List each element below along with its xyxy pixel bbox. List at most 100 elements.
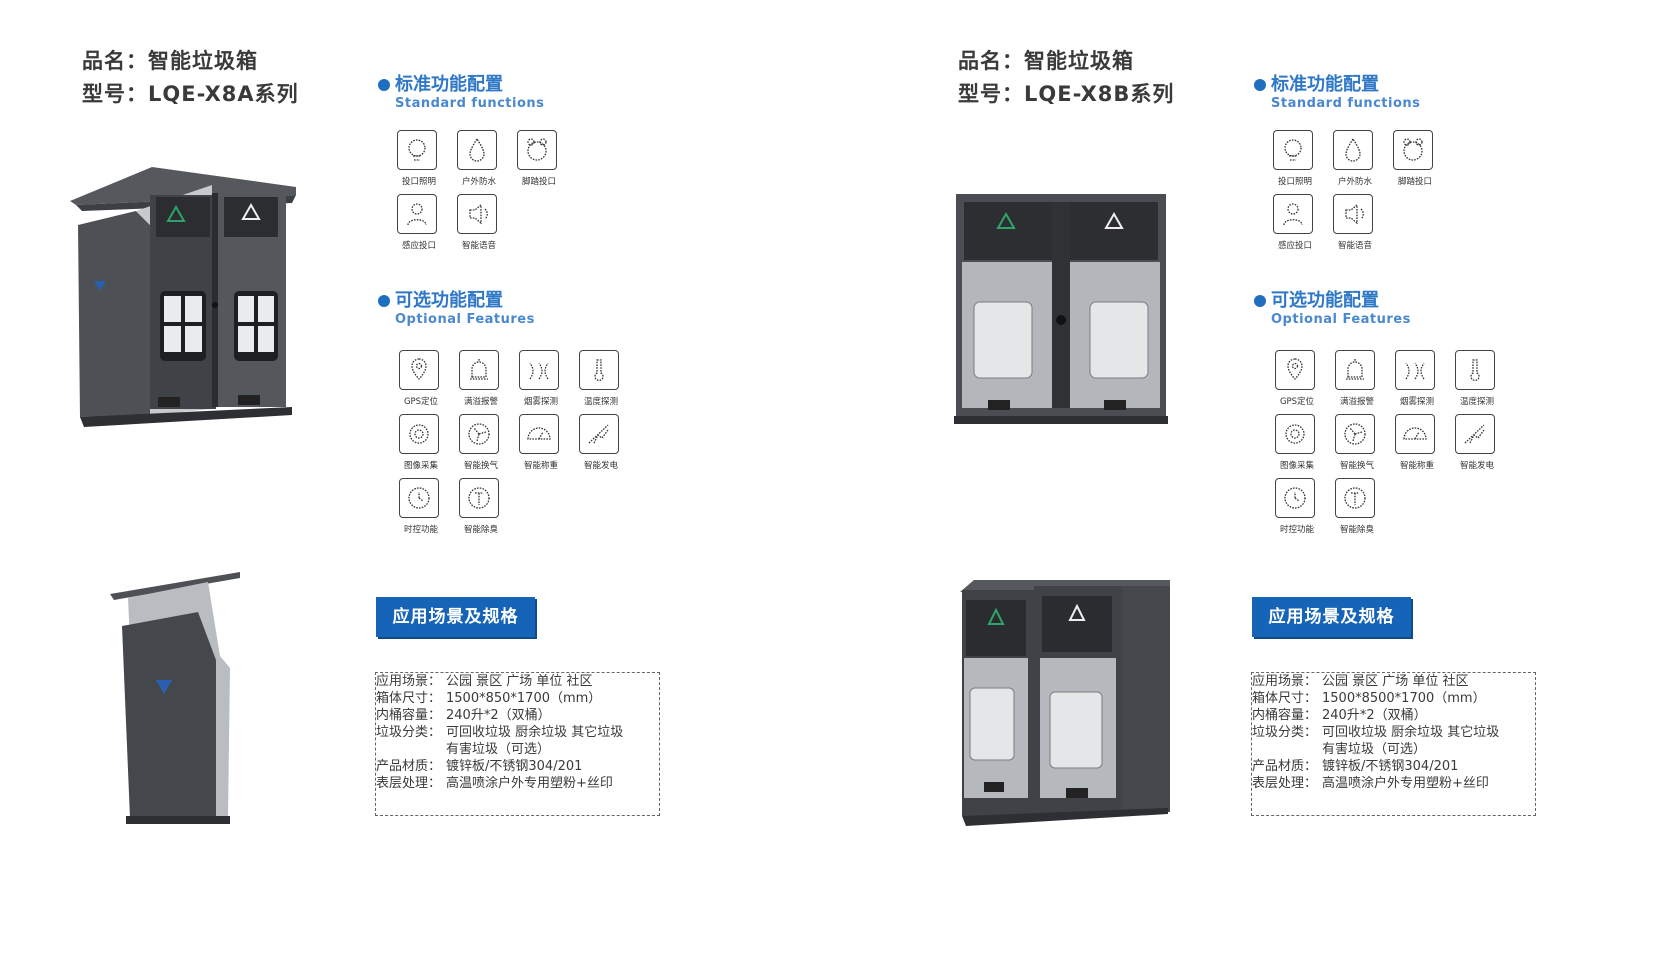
product-a: 品名：智能垃圾箱 型号：LQE-X8A系列 [70, 49, 660, 824]
spec-row: 有害垃圾（可选） [1252, 741, 1535, 758]
thermometer-icon [1455, 350, 1495, 390]
feature-item: GPS定位 [1275, 350, 1337, 414]
feature-item: 智能发电 [1455, 414, 1517, 478]
spec-key: 产品材质： [1252, 759, 1318, 774]
feature-item: 户外防水 [457, 130, 519, 194]
feature-item: 烟雾探测 [519, 350, 581, 414]
feature-label: 烟雾探测 [523, 397, 558, 407]
feature-item: 智能换气 [459, 414, 521, 478]
feature-item: 时控功能 [399, 478, 461, 542]
feature-item: 智能语音 [1333, 194, 1395, 258]
spec-value: 镀锌板/不锈钢304/201 [1322, 759, 1459, 774]
feature-label: GPS定位 [403, 397, 439, 407]
scale-icon [519, 414, 559, 454]
spec-value: 可回收垃圾 厨余垃圾 其它垃圾 [1322, 725, 1500, 740]
spec-key [376, 741, 446, 758]
spec-row: 产品材质：镀锌板/不锈钢304/201 [376, 758, 659, 775]
spec-key: 内桶容量： [376, 708, 442, 723]
feature-item: 脚踏投口 [1393, 130, 1455, 194]
feature-item: 智能换气 [1335, 414, 1397, 478]
feature-label: 烟雾探测 [1399, 397, 1434, 407]
spec-value: 有害垃圾（可选） [1322, 742, 1427, 757]
spec-value: 1500*850*1700（mm） [446, 691, 602, 706]
deodorize-icon [459, 478, 499, 518]
feature-label: 满溢报警 [1339, 397, 1374, 407]
spec-banner: 应用场景及规格 [376, 597, 535, 637]
speaker-icon [457, 194, 497, 234]
feature-label: 时控功能 [1279, 525, 1314, 535]
spec-row: 应用场景：公园 景区 广场 单位 社区 [376, 673, 659, 690]
spec-key: 应用场景： [376, 674, 442, 689]
feature-item: 智能发电 [579, 414, 641, 478]
bin-side-render [110, 572, 240, 824]
feature-label: 时控功能 [403, 525, 438, 535]
feature-label: 脚踏投口 [1397, 177, 1432, 187]
smoke-icon [519, 350, 559, 390]
product-b: 品名：智能垃圾箱 型号：LQE-X8B系列 [876, 0, 1656, 957]
feature-label: 智能换气 [1339, 461, 1374, 471]
spec-key: 箱体尺寸： [376, 691, 442, 706]
section-title-en: Optional Features [1271, 312, 1411, 327]
feature-label: 智能发电 [1459, 461, 1494, 471]
feature-label: 户外防水 [461, 177, 496, 187]
feature-item: 智能称重 [1395, 414, 1457, 478]
feature-label: 智能除臭 [1339, 525, 1374, 535]
spec-table: 应用场景：公园 景区 广场 单位 社区箱体尺寸： 1500*850*1700（mm… [375, 672, 660, 816]
spec-key: 内桶容量： [1252, 708, 1318, 723]
fan-icon [1335, 414, 1375, 454]
product-model: 型号：LQE-X8B系列 [958, 82, 1175, 106]
spec-row: 箱体尺寸： 1500*850*1700（mm） [376, 690, 659, 707]
speaker-icon [1333, 194, 1373, 234]
feature-item: 烟雾探测 [1395, 350, 1457, 414]
section-title-en: Standard functions [1271, 96, 1421, 111]
feature-label: 脚踏投口 [521, 177, 556, 187]
solar-icon [1455, 414, 1495, 454]
feature-label: 图像采集 [1279, 461, 1314, 471]
spec-key: 箱体尺寸： [1252, 691, 1318, 706]
spec-value: 镀锌板/不锈钢304/201 [446, 759, 583, 774]
lightbulb-icon [397, 130, 437, 170]
spec-table: 应用场景：公园 景区 广场 单位 社区箱体尺寸： 1500*8500*1700（m… [1251, 672, 1536, 816]
feature-label: 感应投口 [1277, 241, 1312, 251]
section-title-en: Optional Features [395, 312, 535, 327]
feature-label: 满溢报警 [463, 397, 498, 407]
camera-icon [399, 414, 439, 454]
water-drop-icon [457, 130, 497, 170]
smoke-icon [1395, 350, 1435, 390]
product-name: 品名：智能垃圾箱 [958, 49, 1134, 73]
feature-label: 智能语音 [1337, 241, 1372, 251]
bin-front-render [954, 194, 1168, 424]
section-title-zh: 可选功能配置 [395, 290, 503, 311]
spec-value: 1500*8500*1700（mm） [1322, 691, 1486, 706]
spec-row: 垃圾分类：可回收垃圾 厨余垃圾 其它垃圾 [376, 724, 659, 741]
feature-label: 智能称重 [523, 461, 558, 471]
spec-key: 垃圾分类： [1252, 725, 1318, 740]
spec-row: 应用场景：公园 景区 广场 单位 社区 [1252, 673, 1535, 690]
fan-icon [459, 414, 499, 454]
feature-item: 投口照明 [397, 130, 459, 194]
gps-pin-icon [1275, 350, 1315, 390]
section-title-en: Standard functions [395, 96, 545, 111]
optional-features-grid: GPS定位满溢报警烟雾探测温度探测图像采集智能换气智能称重智能发电时控功能智能除… [1275, 350, 1515, 542]
standard-functions-grid: 投口照明户外防水 脚踏投口感应投口 智能语音 [397, 130, 577, 258]
spec-row: 内桶容量：240升*2（双桶） [376, 707, 659, 724]
feature-label: 智能除臭 [463, 525, 498, 535]
spec-key [1252, 741, 1322, 758]
feature-label: 感应投口 [401, 241, 436, 251]
spec-row: 箱体尺寸： 1500*8500*1700（mm） [1252, 690, 1535, 707]
solar-icon [579, 414, 619, 454]
feature-label: GPS定位 [1279, 397, 1315, 407]
product-name: 品名：智能垃圾箱 [82, 49, 258, 73]
optional-features-grid: GPS定位满溢报警烟雾探测温度探测图像采集智能换气智能称重智能发电时控功能智能除… [399, 350, 639, 542]
bullet-icon [378, 79, 390, 91]
spec-banner: 应用场景及规格 [1252, 597, 1411, 637]
feature-label: 智能语音 [461, 241, 496, 251]
spec-row: 表层处理：高温喷涂户外专用塑粉+丝印 [376, 775, 659, 792]
spec-row: 有害垃圾（可选） [376, 741, 659, 758]
water-drop-icon [1333, 130, 1373, 170]
feature-label: 智能发电 [583, 461, 618, 471]
spec-value: 高温喷涂户外专用塑粉+丝印 [1322, 776, 1489, 791]
spec-value: 可回收垃圾 厨余垃圾 其它垃圾 [446, 725, 624, 740]
standard-functions-grid: 投口照明户外防水脚踏投口感应投口智能语音 [1273, 130, 1453, 258]
spec-key: 表层处理： [376, 776, 442, 791]
